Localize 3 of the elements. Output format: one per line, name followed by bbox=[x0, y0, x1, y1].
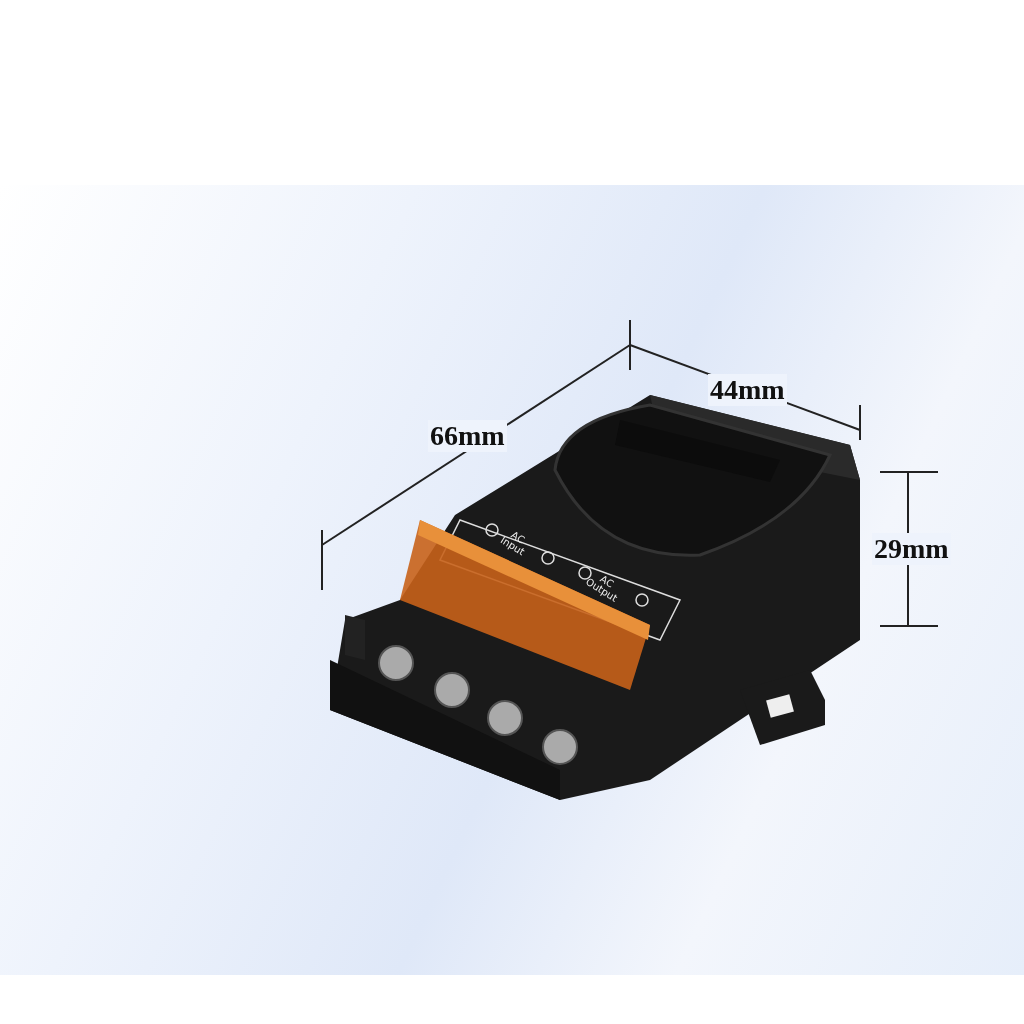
dimension-label: 44mm bbox=[708, 374, 787, 406]
dimension-label: 29mm bbox=[872, 533, 951, 565]
dimension-label: 66mm bbox=[428, 420, 507, 452]
